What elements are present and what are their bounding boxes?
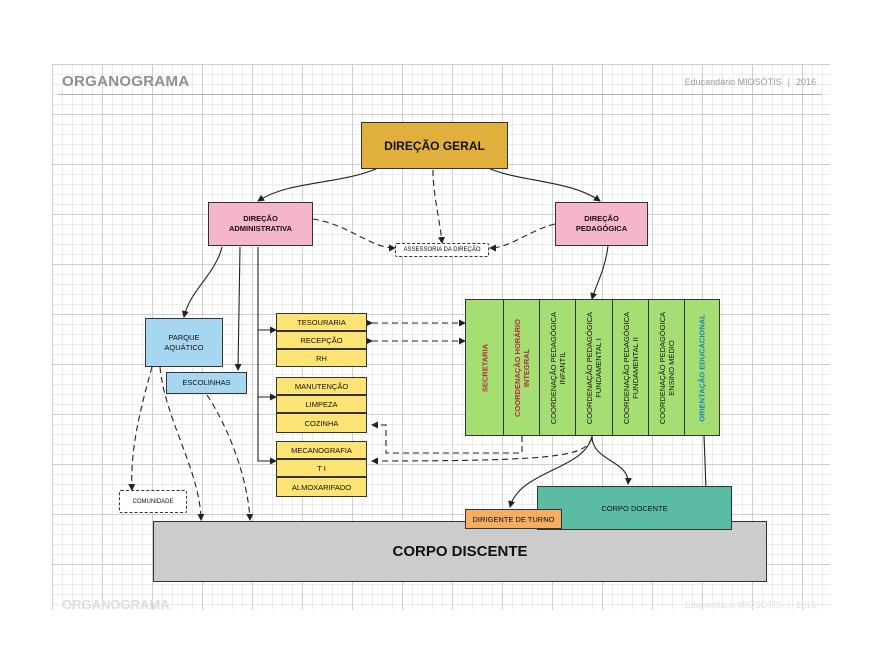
column-horario-integral: COORDENAÇÃO HORÁRIO INTEGRAL xyxy=(503,300,539,435)
header-rule xyxy=(58,94,822,95)
column-label: COORDENAÇÃO PEDAGÓGICA ENSINO MÉDIO xyxy=(657,311,676,424)
column-infantil: COORDENAÇÃO PEDAGÓGICA INFANTIL xyxy=(539,300,575,435)
column-orientacao: ORIENTAÇÃO EDUCACIONAL xyxy=(684,300,719,435)
direcao-geral-node: DIREÇÃO GERAL xyxy=(361,122,508,169)
column-label: COORDENAÇÃO PEDAGÓGICA FUNDAMENTAL I xyxy=(585,311,603,424)
column-label: SECRETARIA xyxy=(480,343,489,392)
recepcao-node: RECEPÇÃO xyxy=(276,331,367,349)
tesouraria-node: TESOURARIA xyxy=(276,313,367,331)
dirigente-de-turno-node: DIRIGENTE DE TURNO xyxy=(465,509,562,529)
parque-aquatico-node: PARQUE AQUÁTICO xyxy=(145,318,223,367)
footer-school-name: Educandário MIOSÓTIS xyxy=(684,600,782,610)
school-name: Educandário MIOSÓTIS xyxy=(684,77,782,87)
footer-year: 2016 xyxy=(795,600,816,610)
manutencao-node: MANUTENÇÃO xyxy=(276,377,367,395)
comunidade-node: COMUNIDADE xyxy=(119,490,187,513)
header-info: Educandário MIOSÓTIS | 2016 xyxy=(685,77,816,87)
cozinha-node: COZINHA xyxy=(276,413,367,433)
column-label: ORIENTAÇÃO EDUCACIONAL xyxy=(697,313,707,422)
direcao-pedagogica-node: DIREÇÃO PEDAGÓGICA xyxy=(555,202,648,246)
footer-separator: | xyxy=(787,600,790,610)
assessoria-node: ASSESSORIA DA DIREÇÃO xyxy=(395,243,489,257)
column-fundamental-ii: COORDENAÇÃO PEDAGÓGICA FUNDAMENTAL II xyxy=(612,300,648,435)
almoxarifado-node: ALMOXARIFADO xyxy=(276,477,367,497)
direcao-administrativa-node: DIREÇÃO ADMINISTRATIVA xyxy=(208,202,313,246)
ti-node: T I xyxy=(276,459,367,477)
rh-node: RH xyxy=(276,349,367,367)
column-label: COORDENAÇÃO PEDAGÓGICA INFANTIL xyxy=(548,311,567,424)
escolinhas-node: ESCOLINHAS xyxy=(166,372,247,394)
column-label: COORDENAÇÃO PEDAGÓGICA FUNDAMENTAL II xyxy=(621,311,640,424)
header-separator: | xyxy=(787,77,790,87)
column-secretaria: SECRETARIA xyxy=(466,300,503,435)
page-title: ORGANOGRAMA xyxy=(62,73,190,90)
footer-title: ORGANOGRAMA xyxy=(62,597,170,612)
coordination-block: SECRETARIA COORDENAÇÃO HORÁRIO INTEGRAL … xyxy=(465,299,720,436)
column-ensino-medio: COORDENAÇÃO PEDAGÓGICA ENSINO MÉDIO xyxy=(648,300,684,435)
corpo-discente-node: CORPO DISCENTE xyxy=(153,521,767,582)
mecanografia-node: MECANOGRAFIA xyxy=(276,441,367,459)
limpeza-node: LIMPEZA xyxy=(276,395,367,413)
corpo-docente-node: CORPO DOCENTE xyxy=(537,486,732,530)
header-year: 2016 xyxy=(795,77,816,87)
column-fundamental-i: COORDENAÇÃO PEDAGÓGICA FUNDAMENTAL I xyxy=(575,300,612,435)
column-label: COORDENAÇÃO HORÁRIO INTEGRAL xyxy=(512,318,531,417)
footer-info: Educandário MIOSÓTIS | 2016 xyxy=(685,600,816,610)
